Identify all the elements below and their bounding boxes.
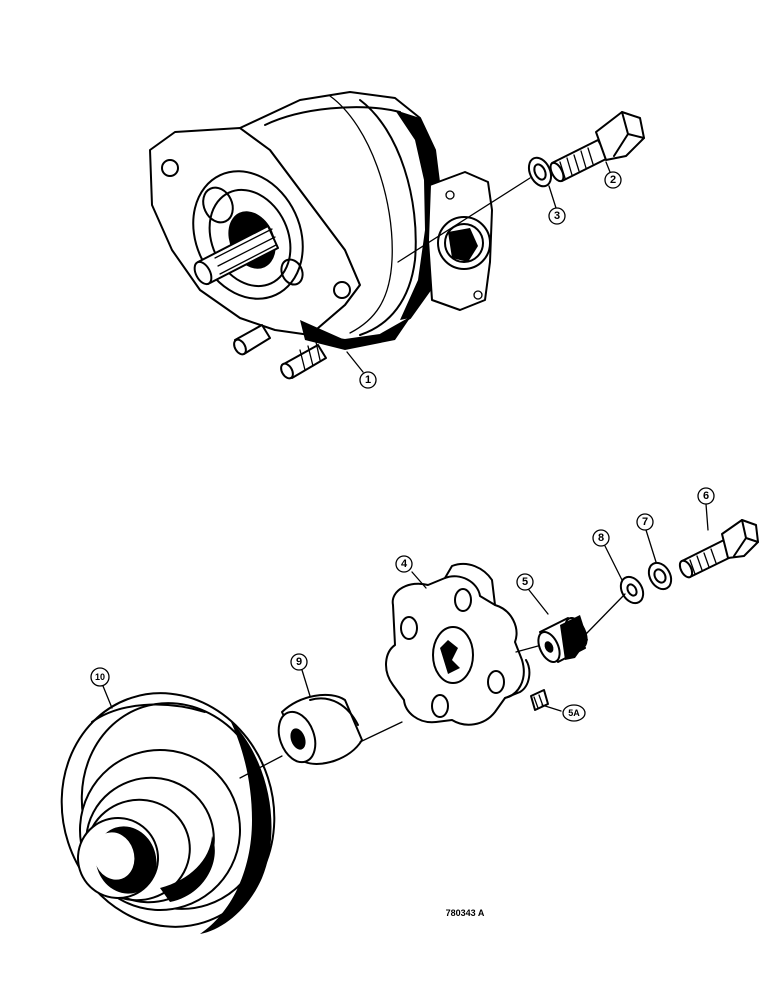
pulley-hub-9 <box>277 693 363 765</box>
set-screw-5A <box>530 689 549 711</box>
flat-washer-8 <box>619 575 645 605</box>
pulley-10 <box>60 692 276 934</box>
callout-6-label: 6 <box>703 490 709 502</box>
callout-5A: 5A <box>562 704 586 722</box>
callout-10: 10 <box>90 667 110 687</box>
cap-screw-6 <box>678 519 759 579</box>
callout-8-label: 8 <box>598 532 604 544</box>
callout-5: 5 <box>516 573 534 591</box>
callout-3: 3 <box>548 207 566 225</box>
spacer-5 <box>537 615 588 663</box>
hydraulic-pump <box>149 91 493 380</box>
callout-1-label: 1 <box>365 374 371 386</box>
leader-lines <box>102 161 709 779</box>
coupling-flange-4 <box>385 562 531 726</box>
callout-9-label: 9 <box>296 656 302 668</box>
callout-2-label: 2 <box>610 174 616 186</box>
callout-10-label: 10 <box>95 672 105 682</box>
callout-3-label: 3 <box>554 210 560 222</box>
cap-screw-2 <box>549 111 645 183</box>
callout-4-label: 4 <box>401 558 408 570</box>
callout-2: 2 <box>604 171 622 189</box>
callout-9: 9 <box>290 653 308 671</box>
callout-5A-label: 5A <box>568 708 580 718</box>
callout-7: 7 <box>636 513 654 531</box>
callout-4: 4 <box>395 555 413 573</box>
drawing-number: 780343 A <box>446 908 485 918</box>
callout-8: 8 <box>592 529 610 547</box>
lock-washer-7 <box>647 561 673 591</box>
lock-washer-3 <box>527 156 553 188</box>
callout-6: 6 <box>697 487 715 505</box>
callout-5-label: 5 <box>522 576 528 588</box>
callout-1: 1 <box>359 371 377 389</box>
callout-7-label: 7 <box>642 516 648 528</box>
